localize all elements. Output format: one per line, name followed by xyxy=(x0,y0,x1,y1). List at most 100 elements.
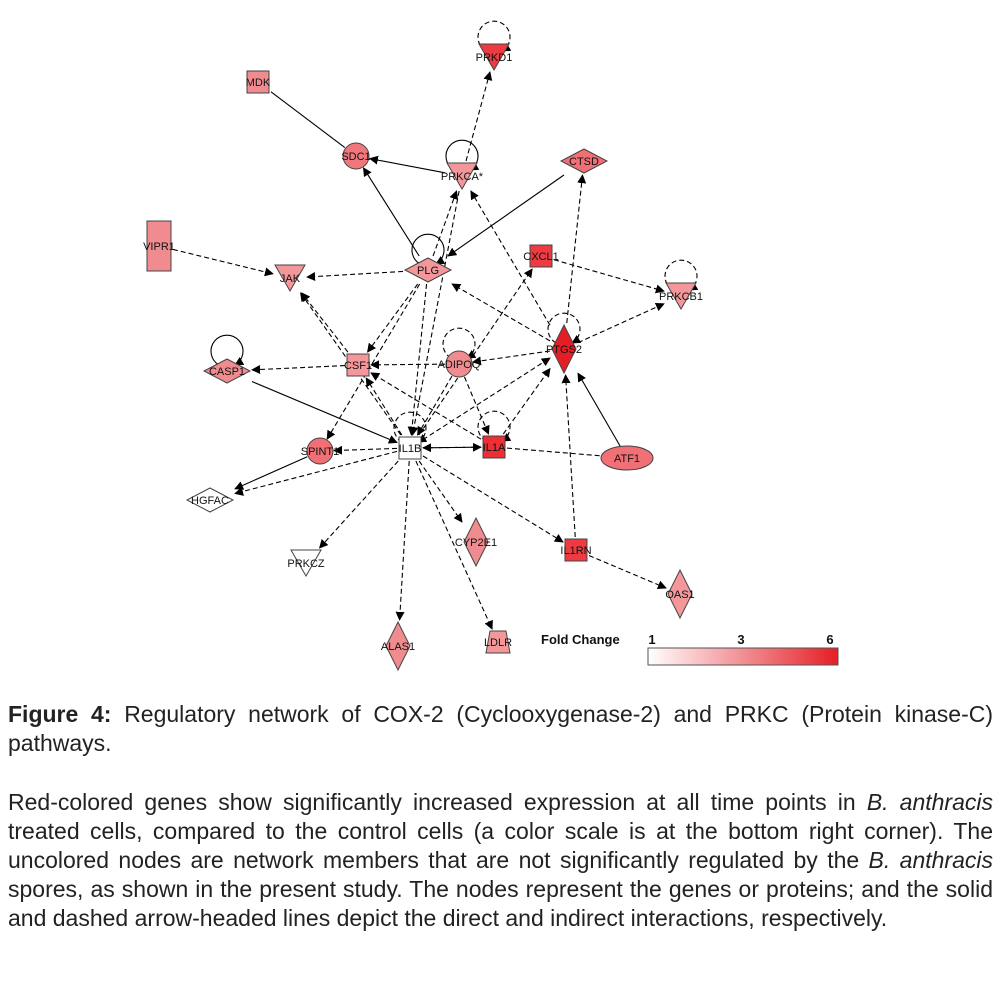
node-casp1[interactable]: CASP1 xyxy=(202,358,252,384)
figure-number: Figure 4: xyxy=(8,701,112,727)
edge-plg-to-jak xyxy=(306,270,404,282)
node-shape-atf1 xyxy=(600,445,654,471)
edge-il1a-to-csf1 xyxy=(370,372,482,440)
node-prkcz[interactable]: PRKCZ xyxy=(287,549,325,578)
node-il1b[interactable]: IL1B xyxy=(398,436,422,460)
edge-il1b-to-cyp2e1 xyxy=(418,460,463,523)
node-label-plg: PLG xyxy=(417,265,439,277)
edge-il1b-to-csf1 xyxy=(365,377,403,436)
self-loop-ptgs2 xyxy=(547,312,582,344)
node-shape-spint1 xyxy=(306,437,334,465)
node-shape-il1rn xyxy=(564,538,588,562)
edge-plg-to-spint1 xyxy=(326,283,421,440)
edge-plg-to-csf1 xyxy=(367,283,419,353)
edge-plg-to-prkca xyxy=(432,190,459,257)
node-shape-prkcb1 xyxy=(665,282,697,311)
edge-ptgs2-to-adipoq xyxy=(471,350,551,366)
node-shape-plg xyxy=(403,257,453,283)
node-shape-il1a xyxy=(482,435,506,459)
edge-ptgs2-to-plg xyxy=(451,283,551,342)
legend-tick-low: 1 xyxy=(648,632,655,647)
node-prkcb1[interactable]: PRKCB1 xyxy=(659,282,703,311)
node-shape-vipr1 xyxy=(146,220,172,272)
node-label-casp1: CASP1 xyxy=(209,366,245,378)
legend-title: Fold Change xyxy=(541,632,620,647)
node-label-alas1: ALAS1 xyxy=(381,641,415,653)
node-adipoq[interactable]: ADIPOQ xyxy=(438,350,481,378)
node-label-prkcb1: PRKCB1 xyxy=(659,291,703,303)
node-label-il1b: IL1B xyxy=(399,443,422,455)
self-loop-plg xyxy=(411,233,446,265)
node-label-prkca: PRKCA* xyxy=(441,171,484,183)
node-shape-mdk xyxy=(246,70,270,94)
node-prkd1[interactable]: PRKD1 xyxy=(476,43,513,72)
node-ptgs2[interactable]: PTGS2 xyxy=(546,323,582,375)
edge-spint1-to-hgfac xyxy=(234,456,308,490)
node-jak[interactable]: JAK xyxy=(274,264,306,293)
edge-vipr1-to-jak xyxy=(172,248,274,277)
caption-italic-species-2: B. anthracis xyxy=(868,847,993,873)
edge-ptgs2-to-ctsd xyxy=(566,174,587,324)
node-prkca[interactable]: PRKCA* xyxy=(441,162,484,191)
edge-il1rn-to-ptgs2 xyxy=(561,374,576,538)
node-il1rn[interactable]: IL1RN xyxy=(560,538,592,562)
node-spint1[interactable]: SPINT1 xyxy=(301,437,340,465)
edge-adipoq-to-il1a xyxy=(463,376,490,435)
node-shape-prkd1 xyxy=(478,43,510,72)
edge-adipoq-to-csf1 xyxy=(370,360,446,370)
figure-caption-body: Red-colored genes show significantly inc… xyxy=(8,788,993,933)
node-atf1[interactable]: ATF1 xyxy=(600,445,654,471)
node-vipr1[interactable]: VIPR1 xyxy=(143,220,175,272)
node-label-il1a: IL1A xyxy=(483,442,506,454)
edge-il1b-to-jak xyxy=(300,292,402,436)
node-label-vipr1: VIPR1 xyxy=(143,241,175,253)
node-label-cxcl1: CXCL1 xyxy=(523,251,558,263)
edge-il1b-to-prkcz xyxy=(318,460,399,549)
edge-ptgs2-to-prkca xyxy=(470,190,551,326)
node-shape-jak xyxy=(274,264,306,293)
edge-il1rn-to-oas1 xyxy=(588,554,667,590)
node-mdk[interactable]: MDK xyxy=(246,70,271,94)
legend-color-bar xyxy=(647,647,839,666)
edge-il1b-to-cxcl1 xyxy=(418,268,533,436)
node-oas1[interactable]: OAS1 xyxy=(665,568,695,620)
node-hgfac[interactable]: HGFAC xyxy=(185,487,235,513)
edge-prkca-to-sdc1 xyxy=(368,155,446,174)
node-label-hgfac: HGFAC xyxy=(191,495,229,507)
edge-csf1-to-jak xyxy=(301,292,349,353)
node-shape-csf1 xyxy=(346,353,370,377)
edge-il1b-to-il1a xyxy=(422,442,482,452)
self-loop-adipoq xyxy=(442,327,477,359)
node-label-prkd1: PRKD1 xyxy=(476,52,513,64)
edge-prkca-to-il1b xyxy=(409,190,460,436)
edge-il1b-to-spint1 xyxy=(333,445,398,455)
node-shape-prkca xyxy=(446,162,478,191)
node-csf1[interactable]: CSF1 xyxy=(344,353,372,377)
node-label-oas1: OAS1 xyxy=(665,589,694,601)
node-shape-ctsd xyxy=(559,148,609,174)
node-label-atf1: ATF1 xyxy=(614,453,640,465)
node-il1a[interactable]: IL1A xyxy=(482,435,506,459)
node-label-ptgs2: PTGS2 xyxy=(546,344,582,356)
node-shape-ldlr xyxy=(485,630,511,654)
legend-tick-mid: 3 xyxy=(737,632,744,647)
node-shape-alas1 xyxy=(385,620,411,672)
node-sdc1[interactable]: SDC1 xyxy=(341,142,371,170)
edge-ctsd-to-plg xyxy=(447,174,565,257)
self-loops-layer xyxy=(210,20,699,443)
edge-il1b-to-ptgs2 xyxy=(422,357,551,441)
node-cxcl1[interactable]: CXCL1 xyxy=(523,244,559,268)
node-ldlr[interactable]: LDLR xyxy=(484,630,512,654)
caption-italic-species-1: B. anthracis xyxy=(866,789,993,815)
fold-change-legend: Fold Change 1 3 6 xyxy=(541,632,839,666)
node-alas1[interactable]: ALAS1 xyxy=(381,620,415,672)
edge-ptgs2-to-prkcb1 xyxy=(577,302,665,344)
node-plg[interactable]: PLG xyxy=(403,257,453,283)
node-label-jak: JAK xyxy=(280,273,301,285)
node-label-csf1: CSF1 xyxy=(344,360,372,372)
edge-il1b-to-il1rn xyxy=(422,455,564,543)
node-ctsd[interactable]: CTSD xyxy=(559,148,609,174)
node-cyp2e1[interactable]: CYP2E1 xyxy=(455,516,497,568)
node-shape-prkcz xyxy=(290,549,322,578)
